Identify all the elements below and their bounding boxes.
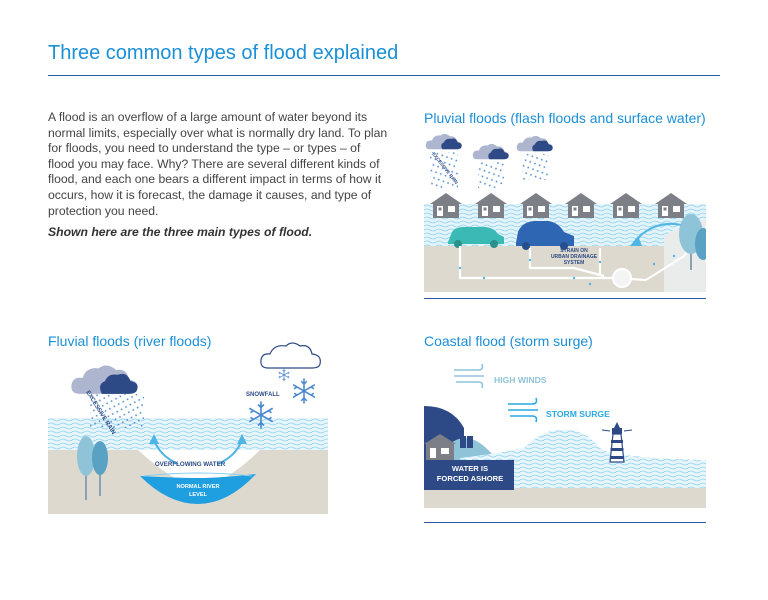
rain-clouds: [425, 133, 553, 188]
title-divider: [48, 75, 720, 76]
coastal-house: [424, 434, 473, 460]
ashore-label-line1: WATER IS: [452, 464, 488, 473]
overflowing-water-label: OVERFLOWING WATER: [155, 461, 226, 468]
high-winds-icon: [454, 363, 484, 389]
intro-text-block: A flood is an overflow of a large amount…: [48, 110, 388, 241]
storm-surge-label: STORM SURGE: [546, 409, 610, 419]
rain-drops: [90, 394, 144, 428]
river-channel: [140, 474, 256, 504]
ashore-label-line2: FORCED ASHORE: [437, 474, 503, 483]
pluvial-divider: [424, 298, 706, 299]
trees: [77, 436, 108, 500]
snowfall-label: SNOWFALL: [246, 392, 280, 398]
lighthouse: [601, 422, 633, 463]
coastal-divider: [424, 522, 706, 523]
fluvial-flood-illustration: OVERFLOWING WATER NORMAL RIVER LEVEL EXC…: [48, 342, 328, 514]
snow-cloud: [260, 342, 321, 369]
forced-ashore-box: [424, 460, 514, 490]
flooded-cars: [448, 221, 574, 250]
river-level-label-line2: LEVEL: [189, 492, 208, 498]
drain-junction: [612, 268, 632, 288]
page-title: Three common types of flood explained: [48, 42, 399, 64]
coastal-flood-illustration: HIGH WINDS STORM SURGE WATER IS FORCED A…: [424, 363, 706, 508]
intro-lead: Shown here are the three main types of f…: [48, 225, 313, 240]
pluvial-flood-illustration: EXCESSIVE RAIN STRAIN ON URBAN DRAINAGE: [424, 133, 706, 292]
storm-surge-icon: [508, 397, 538, 423]
coastal-title: Coastal flood (storm surge): [424, 333, 593, 349]
drainage-label-line1: STRAIN ON: [560, 248, 588, 254]
river-valley-ground: [48, 450, 328, 514]
pluvial-title: Pluvial floods (flash floods and surface…: [424, 110, 706, 126]
fluvial-title: Fluvial floods (river floods): [48, 333, 212, 349]
river-level-label-line1: NORMAL RIVER: [176, 484, 219, 490]
drainage-pipes: [458, 239, 697, 282]
rain-cloud: [71, 365, 138, 394]
intro-paragraph: A flood is an overflow of a large amount…: [48, 110, 388, 218]
high-winds-label: HIGH WINDS: [494, 375, 547, 385]
drainage-label-line2: URBAN DRAINAGE: [551, 254, 598, 260]
drainage-label-line3: SYSTEM: [564, 260, 585, 266]
